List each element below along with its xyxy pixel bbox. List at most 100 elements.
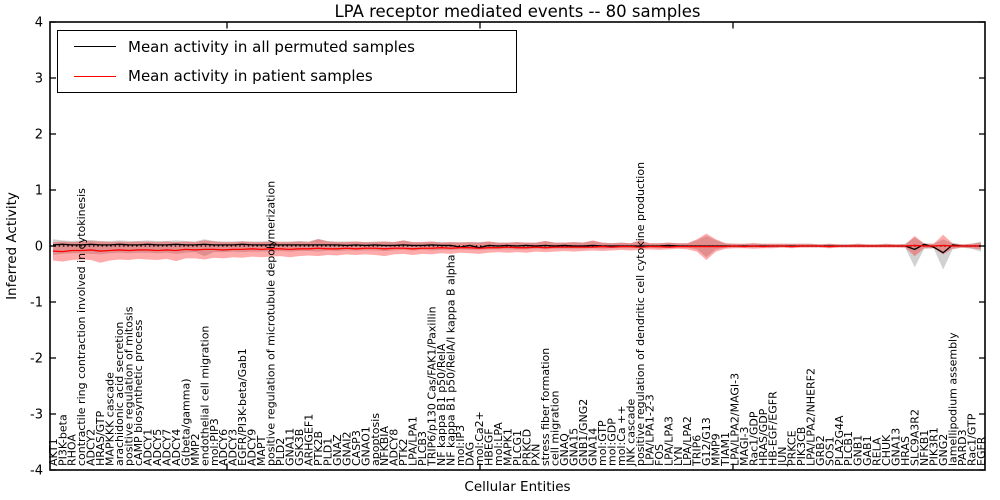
x-tick-label: LPA/LPA1 [407, 416, 420, 466]
x-tick-label: mol:IP3 [454, 425, 467, 466]
x-tick-label: GNAO1 [359, 426, 372, 466]
x-tick-label: GRB2 [814, 435, 827, 466]
x-axis-label: Cellular Entities [464, 479, 571, 495]
x-tick-label: mol:Ca ++ [615, 405, 628, 466]
patient-mean-line [52, 244, 981, 253]
x-tick-label: ADCY5 [151, 429, 164, 466]
x-tick-label: PRKCE [785, 430, 798, 466]
y-tick-label: 3 [35, 72, 43, 87]
x-tick-label: MAGI-3 [738, 426, 751, 466]
x-tick-label: JNK cascade [624, 399, 637, 467]
x-tick-label: mol:GDP [605, 418, 618, 466]
x-tick-label: PTK2 [397, 438, 410, 466]
x-tick-label: arachidonic acid secretion [113, 322, 126, 466]
x-tick-label: MAPT [255, 435, 268, 466]
x-tick-label: EGFR [975, 436, 988, 466]
x-tick-label: PLCG1 [511, 430, 524, 466]
x-tick-label: GNAQ [558, 433, 571, 466]
x-tick-label: MMP9 [710, 433, 723, 466]
x-tick-label: HB-EGF/EGFR [766, 391, 779, 466]
x-tick-label: NFKB1 [918, 430, 931, 466]
legend-line-patient-icon [74, 75, 116, 77]
x-tick-label: CHUK [880, 434, 893, 466]
x-tick-label: PLCB3 [416, 431, 429, 466]
x-tick-label: stress fiber formation [539, 348, 552, 466]
x-tick-label: SLC9A3R2 [909, 409, 922, 466]
x-tick-label: GNA15 [568, 428, 581, 466]
y-tick-label: -4 [30, 464, 43, 479]
x-tick-label: LPA/LPA2 [681, 416, 694, 466]
x-tick-label: mol:LPA [492, 422, 505, 466]
x-tick-label: FOS [653, 444, 666, 466]
x-tick-label: contractile ring contraction involved in… [75, 188, 88, 466]
x-tick-label: HRAS/GDP [757, 408, 770, 466]
x-tick-label: LPA/LPA1-2-3 [643, 394, 656, 466]
x-tick-label: ADCY3 [227, 429, 240, 466]
x-tick-label: ADCY7 [160, 429, 173, 466]
x-tick-label: GNA13 [890, 428, 903, 466]
x-tick-label: HRAS [899, 436, 912, 466]
x-tick-label: GNG2 [937, 434, 950, 466]
x-tick-label: PTK2B [312, 431, 325, 466]
x-tick-label: GNB1/GNG2 [577, 399, 590, 466]
x-tick-label: HBEGF [482, 428, 495, 466]
x-tick-label: DAG [463, 442, 476, 466]
x-tick-label: LPA/LPA2/MAGI-3 [729, 373, 742, 466]
x-tick-label: TRIP6/p130 Cas/FAK1/Paxillin [426, 306, 439, 467]
x-tick-label: TRIP6 [691, 435, 704, 467]
x-tick-label: PLA2G4A [833, 415, 846, 466]
x-tick-label: MAPKKK cascade [104, 372, 117, 466]
y-tick-label: -2 [30, 352, 43, 367]
x-tick-label: HRAS/GTP [94, 410, 107, 466]
x-tick-label: PLD2 [274, 438, 287, 466]
x-tick-label: LPA/LPA2/NHERF2 [804, 368, 817, 466]
x-tick-label: RELA [871, 437, 884, 466]
x-tick-label: mol:Ca2+ [473, 411, 486, 466]
x-tick-label: ADCY6 [217, 429, 230, 466]
x-tick-label: apoptosis [369, 413, 382, 466]
x-tick-label: G(beta/gamma) [179, 378, 192, 466]
x-tick-label: GNB1 [852, 435, 865, 466]
legend-label-permuted: Mean activity in all permuted samples [128, 37, 415, 56]
x-tick-label: positive regulation of dendritic cell cy… [634, 162, 647, 466]
x-tick-label: Rac1/GDP [748, 411, 761, 466]
legend-row-patient: Mean activity in patient samples [58, 62, 516, 90]
x-tick-label: ADCY2 [85, 429, 98, 466]
x-tick-label: RHOA [66, 434, 79, 466]
x-tick-label: CASP3 [350, 430, 363, 466]
x-tick-label: MMP2 [189, 433, 202, 466]
y-tick-label: 4 [35, 16, 43, 31]
x-tick-label: MAPK1 [501, 428, 514, 466]
x-tick-label: lamellipodium assembly [946, 332, 959, 466]
x-tick-label: GNA14 [587, 428, 600, 466]
x-tick-label: PIK3R1 [927, 427, 940, 466]
y-tick-label: 0 [35, 240, 43, 255]
x-tick-label: LYN [672, 446, 685, 466]
axes-frame [49, 21, 986, 471]
x-tick-label: PIK3CB [795, 427, 808, 466]
x-tick-label: positive regulation of microtubule depol… [265, 181, 278, 466]
x-tick-label: ADCY1 [141, 429, 154, 466]
x-tick-label: cell migration [549, 390, 562, 466]
x-tick-label: GNA11 [284, 428, 297, 466]
x-tick-label: LPA/LPA3 [662, 416, 675, 466]
x-tick-label: GNAI2 [340, 431, 353, 466]
x-tick-label: SOS1 [823, 436, 836, 466]
x-tick-label: mol:PIP3 [208, 418, 221, 466]
x-tick-label: PRKCD [520, 429, 533, 466]
y-tick-label: -3 [30, 408, 43, 423]
x-tick-label: GSK3B [293, 429, 306, 466]
x-tick-label: ADCY4 [170, 429, 183, 466]
x-tick-label: Rac1/GTP [965, 413, 978, 466]
x-tick-label: GAB1 [861, 435, 874, 466]
legend-row-permuted: Mean activity in all permuted samples [58, 33, 516, 61]
x-tick-label: NF kappa B1 p50/RelA [435, 343, 448, 466]
x-tick-label: mol:GTP [596, 420, 609, 466]
x-tick-label: EGFR/PI3K-beta/Gab1 [236, 348, 249, 466]
x-tick-label: PARD3 [956, 429, 969, 466]
x-tick-label: G12/G13 [700, 417, 713, 466]
x-tick-label: TIAM1 [719, 432, 732, 467]
x-tick-label: ADCY9 [246, 429, 259, 466]
